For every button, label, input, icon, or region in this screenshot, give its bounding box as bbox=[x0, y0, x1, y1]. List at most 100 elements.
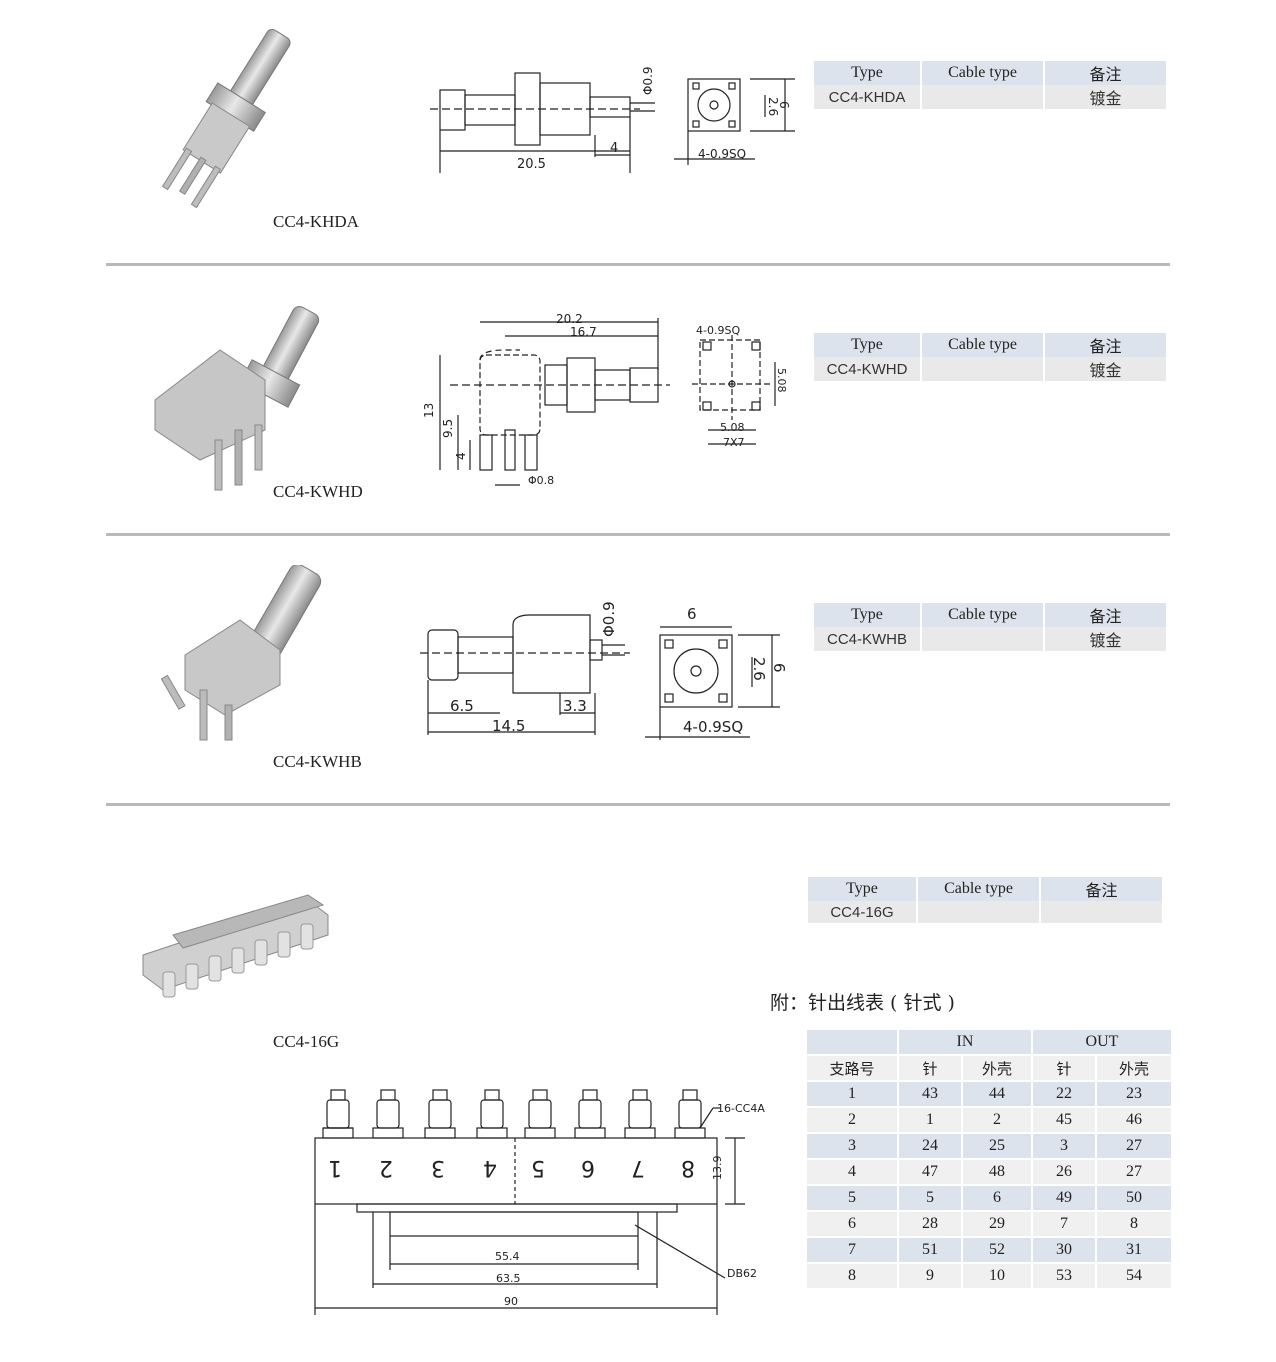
pin-subheader: 支路号 bbox=[807, 1056, 897, 1080]
cell: 4 bbox=[807, 1160, 897, 1184]
dim-length: 20.5 bbox=[517, 157, 546, 172]
dim-w: 6 bbox=[687, 605, 697, 623]
dim-l1: 20.2 bbox=[556, 312, 583, 326]
cell: 5 bbox=[807, 1186, 897, 1210]
th-type: Type bbox=[814, 603, 920, 627]
cable-cell bbox=[922, 357, 1043, 381]
dim-p1: 5.08 bbox=[775, 368, 788, 393]
product-photo-cc4-kwhb bbox=[160, 565, 322, 741]
technical-drawing-cc4-kwhd: 13 9.5 4 20.2 16.7 Φ0.8 4-0.9SQ 5.08 7X7… bbox=[422, 312, 788, 487]
product-photo-cc4-16g bbox=[142, 894, 329, 998]
cell: 24 bbox=[899, 1134, 961, 1158]
dim-l2: 16.7 bbox=[570, 325, 597, 339]
cell: 47 bbox=[899, 1160, 961, 1184]
technical-drawing-cc4-kwhb: 6.5 3.3 14.5 Φ0.9 6 4-0.9SQ 2.6 6 bbox=[420, 601, 788, 740]
dim-sq: 4-0.9SQ bbox=[698, 147, 746, 161]
dim-a: 2.6 bbox=[766, 97, 780, 116]
dim-sq: 4-0.9SQ bbox=[683, 718, 743, 736]
cell: 31 bbox=[1097, 1238, 1171, 1262]
cell: 50 bbox=[1097, 1186, 1171, 1210]
th-type: Type bbox=[814, 61, 920, 85]
spec-table-cc4-16g: Type Cable type 备注 CC4-16G bbox=[806, 877, 1164, 923]
cell: 2 bbox=[963, 1108, 1031, 1132]
type-cell: CC4-KHDA bbox=[814, 85, 920, 109]
contact-number: 5 bbox=[531, 1155, 545, 1180]
cell: 3 bbox=[807, 1134, 897, 1158]
dim-phi: Φ0.9 bbox=[600, 601, 618, 637]
th-note: 备注 bbox=[1045, 61, 1166, 85]
cable-cell bbox=[922, 627, 1043, 651]
cell: 8 bbox=[1097, 1212, 1171, 1236]
cell: 48 bbox=[963, 1160, 1031, 1184]
technical-drawing-cc4-khda: 20.5 4 Φ0.9 4-0.9SQ 2.6 6 bbox=[430, 66, 795, 173]
note-cell: 镀金 bbox=[1045, 357, 1166, 381]
contact-number: 7 bbox=[631, 1155, 645, 1180]
cell: 53 bbox=[1033, 1264, 1095, 1288]
th-type: Type bbox=[808, 877, 916, 901]
product-photo-cc4-khda bbox=[161, 29, 291, 209]
cell: 3 bbox=[1033, 1134, 1095, 1158]
dim-c: 90 bbox=[504, 1295, 518, 1308]
cell: 23 bbox=[1097, 1082, 1171, 1106]
cell: 8 bbox=[807, 1264, 897, 1288]
spec-table-cc4-kwhb: Type Cable type 备注 CC4-KWHB 镀金 bbox=[812, 603, 1168, 651]
contact-number: 3 bbox=[431, 1155, 445, 1180]
cell: 28 bbox=[899, 1212, 961, 1236]
dim-d: 6 bbox=[770, 663, 788, 673]
cell: 22 bbox=[1033, 1082, 1095, 1106]
cell: 44 bbox=[963, 1082, 1031, 1106]
section-divider bbox=[106, 803, 1170, 806]
cell: 43 bbox=[899, 1082, 961, 1106]
contact-number: 8 bbox=[681, 1155, 695, 1180]
cell: 26 bbox=[1033, 1160, 1095, 1184]
type-cell: CC4-16G bbox=[808, 901, 916, 923]
th-cable: Cable type bbox=[922, 603, 1043, 627]
dim-pin: 4 bbox=[610, 141, 618, 156]
dim-h: 13.9 bbox=[711, 1156, 724, 1181]
product-photo-cc4-kwhd bbox=[154, 306, 320, 491]
contact-number: 4 bbox=[483, 1155, 497, 1180]
type-cell: CC4-KWHD bbox=[814, 357, 920, 381]
contact-number: 6 bbox=[581, 1155, 595, 1180]
technical-drawing-cc4-16g: 1 2 3 4 5 6 7 8 16-CC4A 13.9 55.4 63.5 9… bbox=[314, 1089, 765, 1315]
dim-b: 3.3 bbox=[563, 697, 587, 715]
dim-h2: 9.5 bbox=[441, 419, 455, 438]
note-cell: 镀金 bbox=[1045, 627, 1166, 651]
product-caption: CC4-KWHB bbox=[273, 752, 362, 771]
cell: 45 bbox=[1033, 1108, 1095, 1132]
note-cell: 镀金 bbox=[1045, 85, 1166, 109]
th-type: Type bbox=[814, 333, 920, 357]
cell: 1 bbox=[899, 1108, 961, 1132]
dim-sq: 4-0.9SQ bbox=[696, 324, 740, 337]
product-caption: CC4-KWHD bbox=[273, 482, 363, 501]
product-caption: CC4-16G bbox=[273, 1032, 340, 1051]
cable-cell bbox=[918, 901, 1039, 923]
pin-subheader: 外壳 bbox=[963, 1056, 1031, 1080]
cell: 1 bbox=[807, 1082, 897, 1106]
cell: 6 bbox=[807, 1212, 897, 1236]
dim-a: 55.4 bbox=[495, 1250, 520, 1263]
cell: 25 bbox=[963, 1134, 1031, 1158]
th-cable: Cable type bbox=[922, 61, 1043, 85]
cell: 9 bbox=[899, 1264, 961, 1288]
dim-p2: 5.08 bbox=[720, 421, 745, 434]
contact-number: 1 bbox=[328, 1155, 342, 1180]
cell: 49 bbox=[1033, 1186, 1095, 1210]
note-cell bbox=[1041, 901, 1162, 923]
dim-p3: 7X7 bbox=[723, 436, 745, 449]
spec-table-cc4-kwhd: Type Cable type 备注 CC4-KWHD 镀金 bbox=[812, 333, 1168, 381]
th-note: 备注 bbox=[1045, 333, 1166, 357]
cell: 51 bbox=[899, 1238, 961, 1262]
dim-ref: 16-CC4A bbox=[717, 1102, 765, 1115]
pin-subheader: 外壳 bbox=[1097, 1056, 1171, 1080]
cell: 27 bbox=[1097, 1134, 1171, 1158]
th-note: 备注 bbox=[1045, 603, 1166, 627]
type-cell: CC4-KWHB bbox=[814, 627, 920, 651]
